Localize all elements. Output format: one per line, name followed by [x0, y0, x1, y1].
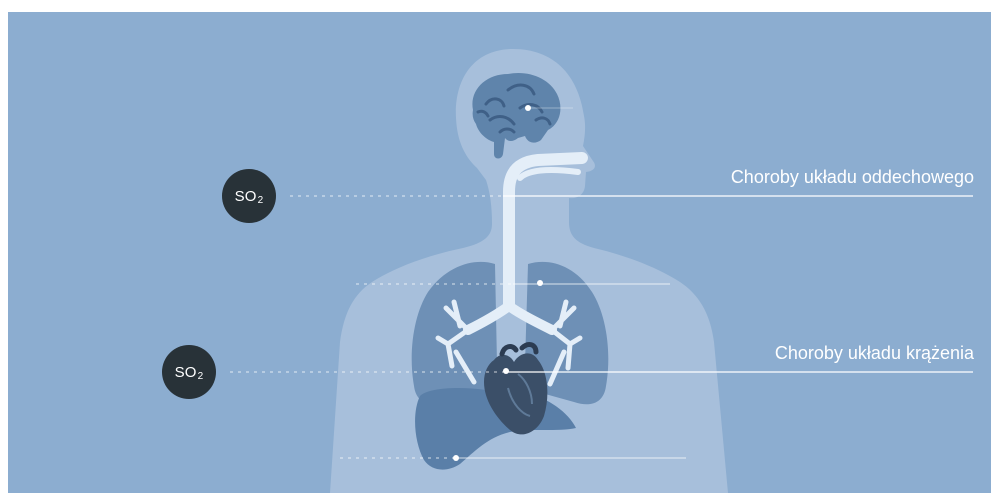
- liver-dot: [453, 455, 459, 461]
- so2-subscript: 2: [258, 195, 264, 206]
- heart-dot: [503, 368, 509, 374]
- brain-dot: [525, 105, 531, 111]
- human-body-diagram: [8, 12, 991, 493]
- circulatory-diseases-label: Choroby układu krążenia: [775, 343, 974, 364]
- so2-text: SO: [175, 364, 197, 381]
- so2-subscript: 2: [198, 371, 204, 382]
- so2-text: SO: [235, 188, 257, 205]
- lung-dot: [537, 280, 543, 286]
- respiratory-diseases-label: Choroby układu oddechowego: [731, 167, 974, 188]
